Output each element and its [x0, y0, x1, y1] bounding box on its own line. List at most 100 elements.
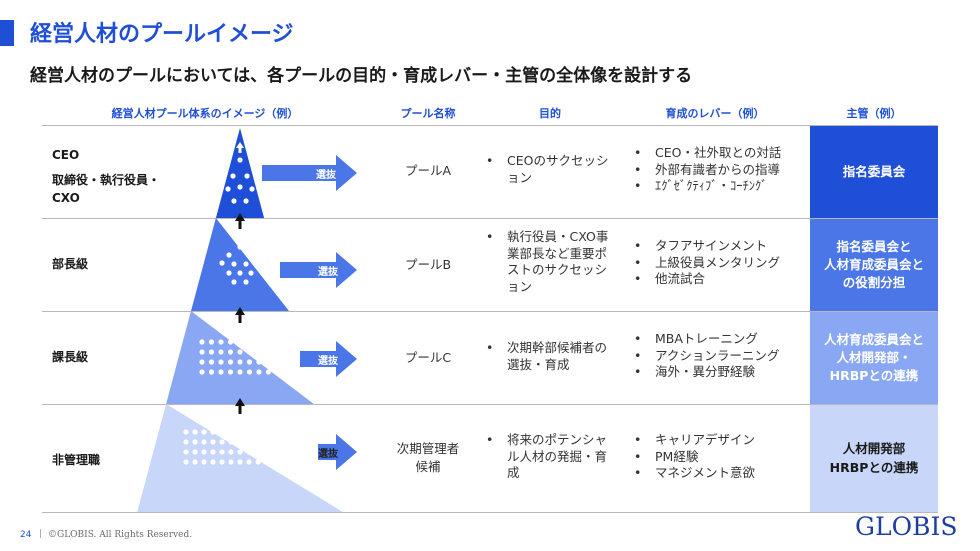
talent-dot	[183, 429, 189, 435]
column-header-pyramid: 経営人材プール体系のイメージ（例）	[111, 107, 299, 120]
talent-dot	[291, 449, 297, 455]
level-label-section-head: 課長級	[52, 348, 88, 367]
talent-dot	[265, 359, 272, 365]
talent-dot	[199, 369, 205, 375]
talent-dot	[237, 449, 243, 455]
lever-item: 他流試合	[632, 271, 808, 288]
talent-dot	[228, 449, 234, 455]
level-label-department-head: 部長級	[52, 255, 88, 274]
talent-dot	[227, 339, 234, 345]
pyramid-tier-1	[215, 128, 265, 218]
talent-dot	[291, 459, 297, 465]
lever-list: CEO・社外取との対話 外部有識者からの指導 ｴｸﾞｾﾞｸﾃｨﾌﾞ・ｺｰﾁﾝｸﾞ	[632, 145, 808, 195]
purpose-item: 次期幹部候補者の選抜・育成	[484, 340, 616, 373]
talent-dot	[265, 369, 272, 375]
talent-dot	[208, 369, 215, 375]
owner-line: の役割分担	[842, 275, 906, 291]
promotion-arrow	[235, 398, 245, 414]
talent-dot	[192, 429, 198, 435]
talent-dot	[256, 359, 262, 365]
page-title: 経営人材のプールイメージ	[30, 22, 294, 47]
talent-dot	[237, 439, 243, 445]
talent-dots	[219, 157, 261, 285]
talent-dot	[228, 439, 234, 445]
talent-dot	[264, 439, 270, 445]
talent-dot	[256, 339, 262, 345]
owner-line: 人材開発部・	[836, 349, 912, 365]
level-line: CXO	[52, 191, 80, 206]
talent-dot	[192, 449, 198, 455]
purpose-list: 次期幹部候補者の選抜・育成	[484, 340, 616, 373]
selection-arrow	[280, 252, 357, 288]
talent-dot	[183, 459, 189, 465]
footer-separator: |	[39, 529, 43, 539]
talent-dot	[275, 349, 281, 355]
pool-name-line: プールC	[404, 350, 452, 365]
owner-cell: 人材育成委員会と 人材開発部・ HRBPとの連携	[810, 312, 938, 404]
talent-dot	[246, 369, 253, 375]
talent-dot	[219, 459, 225, 465]
purpose-item: 執行役員・CXO事業部長など重要ポストのサクセッション	[484, 229, 616, 295]
talent-dot	[199, 339, 205, 345]
talent-dot	[273, 439, 279, 445]
talent-dot	[264, 459, 270, 465]
talent-dot	[273, 429, 279, 435]
page-subtitle: 経営人材のプールにおいては、各プールの目的・育成レバー・主管の全体像を設計する	[30, 66, 693, 86]
talent-dot	[256, 349, 262, 355]
talent-dot	[237, 349, 243, 355]
purpose-list: 執行役員・CXO事業部長など重要ポストのサクセッション	[484, 229, 616, 295]
selection-label: 選抜	[318, 265, 339, 278]
pyramid-tier-2	[191, 218, 289, 311]
talent-dot	[256, 369, 262, 375]
talent-dot	[246, 429, 252, 435]
talent-dot	[208, 339, 215, 345]
level-line: CEO	[52, 148, 80, 162]
talent-dot	[201, 439, 207, 445]
lever-item: PM経験	[632, 449, 808, 466]
lever-list: タフアサインメント 上級役員メンタリング 他流試合	[632, 238, 808, 288]
owner-line: 指名委員会と	[836, 238, 912, 254]
talent-dot	[218, 349, 224, 355]
pool-name-line: 次期管理者	[396, 441, 460, 456]
talent-dot	[210, 459, 216, 465]
talent-dot	[210, 429, 216, 435]
lever-item: 上級役員メンタリング	[632, 255, 808, 272]
purpose-list: 将来のポテンシャル人材の発掘・育成	[484, 432, 616, 482]
talent-dot	[282, 439, 288, 445]
table-divider	[42, 311, 938, 312]
talent-dot	[275, 339, 281, 345]
talent-dot	[199, 359, 205, 365]
talent-dot	[237, 459, 243, 465]
owner-line: HRBPとの連携	[829, 459, 919, 475]
title-accent-bar	[0, 20, 14, 46]
lever-item: タフアサインメント	[632, 238, 808, 255]
level-label-ceo: CEO 取締役・執行役員・ CXO	[52, 146, 160, 208]
owner-line: HRBPとの連携	[829, 368, 919, 384]
table-divider	[42, 125, 938, 126]
talent-dot	[201, 429, 207, 435]
talent-dot	[246, 349, 253, 355]
column-header-owner: 主管（例）	[846, 107, 902, 120]
globis-logo: GLOBIS	[855, 512, 958, 541]
talent-dot	[255, 429, 261, 435]
talent-dot	[291, 439, 297, 445]
lever-item: CEO・社外取との対話	[632, 145, 808, 162]
talent-dot	[219, 429, 225, 435]
owner-cell: 指名委員会と 人材育成委員会と の役割分担	[810, 219, 938, 311]
purpose-item: 将来のポテンシャル人材の発掘・育成	[484, 432, 616, 482]
column-header-pool-name: プール名称	[400, 107, 456, 120]
talent-dot	[237, 429, 243, 435]
lever-item: 外部有識者からの指導	[632, 162, 808, 179]
copyright: ©GLOBIS. All Rights Reserved.	[48, 530, 193, 540]
talent-dot	[192, 439, 198, 445]
talent-dot	[273, 459, 279, 465]
promotion-arrow	[235, 307, 245, 323]
column-header-purpose: 目的	[539, 107, 561, 120]
level-line: 部長級	[52, 257, 89, 271]
talent-dot	[228, 429, 234, 435]
talent-dot	[282, 459, 288, 465]
talent-dot	[183, 449, 189, 455]
talent-dot	[255, 459, 261, 465]
pool-name-line: プールB	[404, 257, 452, 272]
talent-dot	[264, 449, 270, 455]
